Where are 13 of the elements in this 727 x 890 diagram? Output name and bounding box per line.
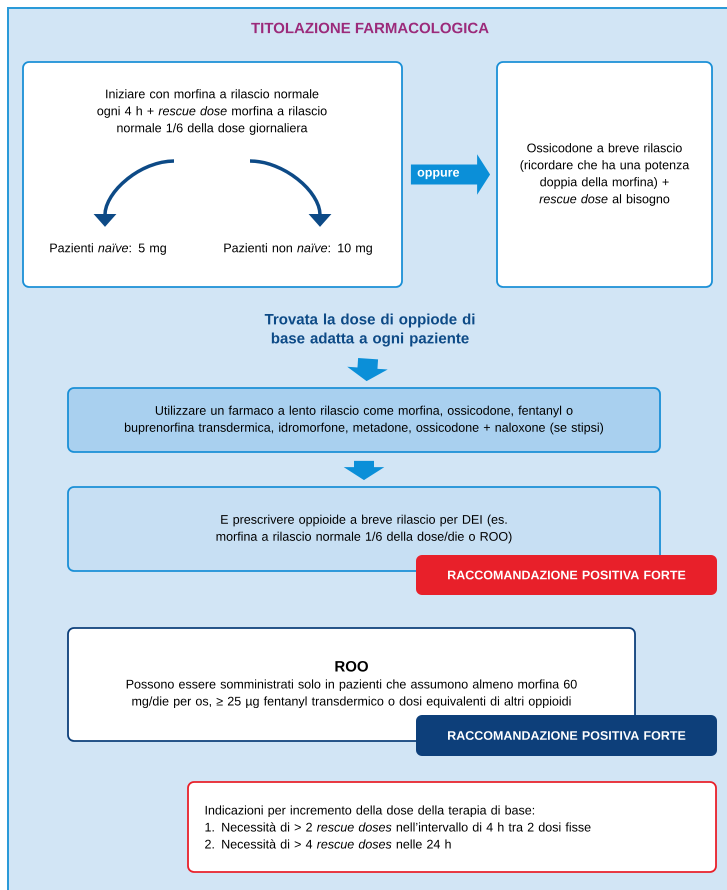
edge-label: oppure bbox=[415, 168, 462, 182]
title: TITOLAZIONE FARMACOLOGICA bbox=[251, 22, 489, 34]
dose-text: Pazienti non naïve: 10 mg bbox=[224, 243, 372, 255]
heading-text: Trovata la dose di oppiode di base adatta a ogni paziente bbox=[264, 313, 474, 347]
process-box: Ossicodone a breve rilascio (ricordare che ha una potenza doppia della morfina) + rescue dose al bisogno bbox=[496, 61, 713, 288]
process-box bbox=[22, 61, 403, 288]
dose-text: Pazienti naïve: 5 mg bbox=[50, 243, 166, 255]
process-box: E prescrivere oppioide a breve rilascio per DEI (es. morfina a rilascio normale 1/6 della dose/die o ROO) bbox=[67, 486, 661, 572]
process-box: Utilizzare un farmaco a lento rilascio come morfina, ossicodone, fentanyl o buprenorfina transdermica, idromorfone, metadone, ossicodone + naloxone (se stipsi) bbox=[67, 387, 661, 453]
note-box: Indicazioni per incremento della dose della terapia di base: 1. Necessità di > 2 rescue doses nell’intervallo di 4 h tra 2 dosi fisse 2. Necessità di > 4 rescue doses nelle 24 h bbox=[187, 781, 717, 873]
recommendation-badge: RACCOMANDAZIONE POSITIVA FORTE bbox=[416, 715, 718, 756]
instruction-text: Iniziare con morfina a rilascio normale ogni 4 h + rescue dose morfina a rilascio normale 1/6 della dose giornaliera bbox=[97, 89, 327, 135]
recommendation-badge: RACCOMANDAZIONE POSITIVA FORTE bbox=[416, 555, 718, 595]
